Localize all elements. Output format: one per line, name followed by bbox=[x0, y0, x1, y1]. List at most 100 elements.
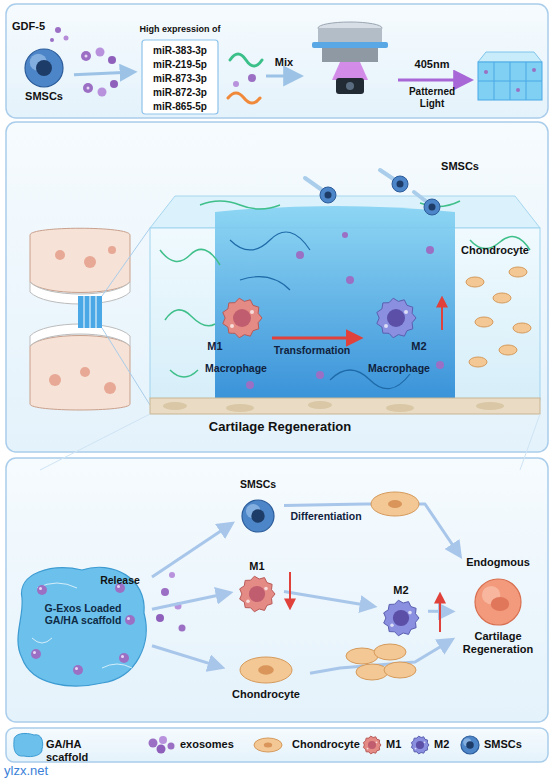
cell-label: Chondrocyte bbox=[455, 244, 535, 257]
joint bbox=[90, 296, 91, 328]
smsc-shape bbox=[242, 500, 274, 532]
mirna-strands bbox=[228, 54, 262, 103]
connector-arrow bbox=[152, 646, 222, 668]
joint bbox=[108, 246, 116, 254]
shape-part bbox=[73, 665, 83, 675]
shape-part bbox=[258, 665, 274, 674]
m1-shape bbox=[240, 576, 275, 612]
printed-scaffold bbox=[478, 81, 542, 82]
node-label: G-Exos Loaded GA/HA scaffold bbox=[40, 602, 126, 626]
shape-part bbox=[377, 298, 416, 338]
joint bbox=[84, 256, 96, 268]
connector-arrow bbox=[74, 72, 134, 75]
legend-icon bbox=[254, 738, 282, 752]
shape-part bbox=[491, 597, 509, 611]
m2-macrophage: M2 bbox=[374, 584, 428, 638]
chondrocyte-cluster bbox=[346, 644, 416, 680]
shape-part bbox=[416, 741, 424, 749]
mix-arrow bbox=[266, 75, 300, 78]
shape-part bbox=[223, 298, 262, 338]
shape-part bbox=[251, 509, 264, 522]
shape-part bbox=[254, 738, 282, 752]
hydrogel-block bbox=[436, 361, 444, 369]
connector-arrow bbox=[152, 593, 230, 610]
legend-icon bbox=[461, 736, 479, 754]
shape-part bbox=[384, 600, 419, 636]
change-arrow bbox=[441, 298, 443, 330]
legend-text: Chondrocyte bbox=[292, 738, 364, 751]
shape-part bbox=[75, 667, 78, 670]
connector-arrow bbox=[272, 337, 360, 340]
shape-part bbox=[127, 617, 130, 620]
m2-macrophage: M2Macrophage bbox=[360, 294, 438, 382]
joint bbox=[30, 228, 150, 410]
node-text: miR-383-3p bbox=[142, 45, 218, 57]
shape-part bbox=[393, 610, 409, 626]
shape-part bbox=[33, 651, 36, 654]
exosome-cluster bbox=[83, 83, 93, 93]
hydrogel-block bbox=[246, 381, 254, 389]
shape-part bbox=[415, 748, 417, 750]
node-text: miR-873-3p bbox=[142, 73, 218, 85]
node-label: M1 bbox=[200, 340, 230, 353]
shape-part bbox=[37, 585, 47, 595]
printed-scaffold bbox=[478, 52, 542, 100]
exosome-cluster bbox=[110, 80, 118, 88]
node-text: Macrophage bbox=[360, 362, 438, 374]
gdf5-dots bbox=[64, 36, 69, 41]
chondrocytes bbox=[469, 357, 487, 367]
chondrocytes bbox=[509, 267, 527, 277]
joint bbox=[84, 296, 85, 328]
printed-scaffold bbox=[532, 68, 536, 72]
stem-cell: SMSCs bbox=[232, 478, 284, 534]
hydrogel-block bbox=[200, 201, 280, 209]
step-label: Patterned Light bbox=[404, 86, 460, 109]
shape-part bbox=[233, 309, 251, 327]
chondrocytes bbox=[499, 345, 517, 355]
light-arrow bbox=[398, 80, 470, 81]
hydrogel-block bbox=[170, 370, 198, 377]
legend-text: exosomes bbox=[180, 738, 240, 751]
joint bbox=[102, 328, 150, 405]
panel-frame bbox=[6, 122, 548, 452]
smsc-shape bbox=[25, 49, 63, 87]
legend-icon bbox=[14, 733, 43, 756]
shape-part bbox=[230, 324, 234, 328]
shape-part bbox=[149, 739, 158, 748]
shape-part bbox=[121, 655, 124, 658]
joint bbox=[55, 250, 65, 260]
node-label: SMSCs bbox=[14, 90, 74, 103]
regen-shape bbox=[475, 579, 521, 625]
edge-label: Differentiation bbox=[284, 510, 368, 522]
regenerated-cartilage: EndogmousCartilage Regeneration bbox=[452, 556, 544, 668]
mirna-strands bbox=[230, 54, 262, 66]
joint bbox=[49, 374, 61, 386]
m1-macrophage: M1 bbox=[230, 560, 284, 614]
m1-shape bbox=[223, 298, 262, 338]
chondrocyte: Chondrocyte bbox=[222, 656, 310, 706]
released-exosomes bbox=[179, 625, 186, 632]
node-label: High expression of bbox=[134, 24, 226, 34]
chondrocyte-cluster bbox=[384, 662, 416, 678]
legend-text: GA/HA scaffold bbox=[46, 738, 126, 763]
shape-part bbox=[475, 579, 521, 625]
hydrogel-block bbox=[150, 196, 540, 414]
differentiated-cell bbox=[388, 500, 402, 508]
shape-part bbox=[376, 741, 378, 743]
shape-part bbox=[14, 733, 43, 756]
bioprinter bbox=[346, 82, 354, 90]
hydrogel-block bbox=[308, 401, 332, 409]
hydrogel-block bbox=[230, 232, 310, 250]
legend-icon bbox=[363, 736, 381, 754]
shape-part bbox=[461, 736, 479, 754]
blob-shape bbox=[18, 567, 146, 686]
shape-part bbox=[36, 60, 52, 76]
m1-macrophage: M1Macrophage bbox=[200, 294, 272, 382]
legend-text: SMSCs bbox=[484, 738, 540, 751]
released-exosomes bbox=[156, 614, 164, 622]
panel-frame bbox=[6, 4, 548, 762]
joint bbox=[78, 296, 102, 328]
hydrogel-block bbox=[160, 249, 220, 265]
shape-part bbox=[249, 586, 265, 602]
